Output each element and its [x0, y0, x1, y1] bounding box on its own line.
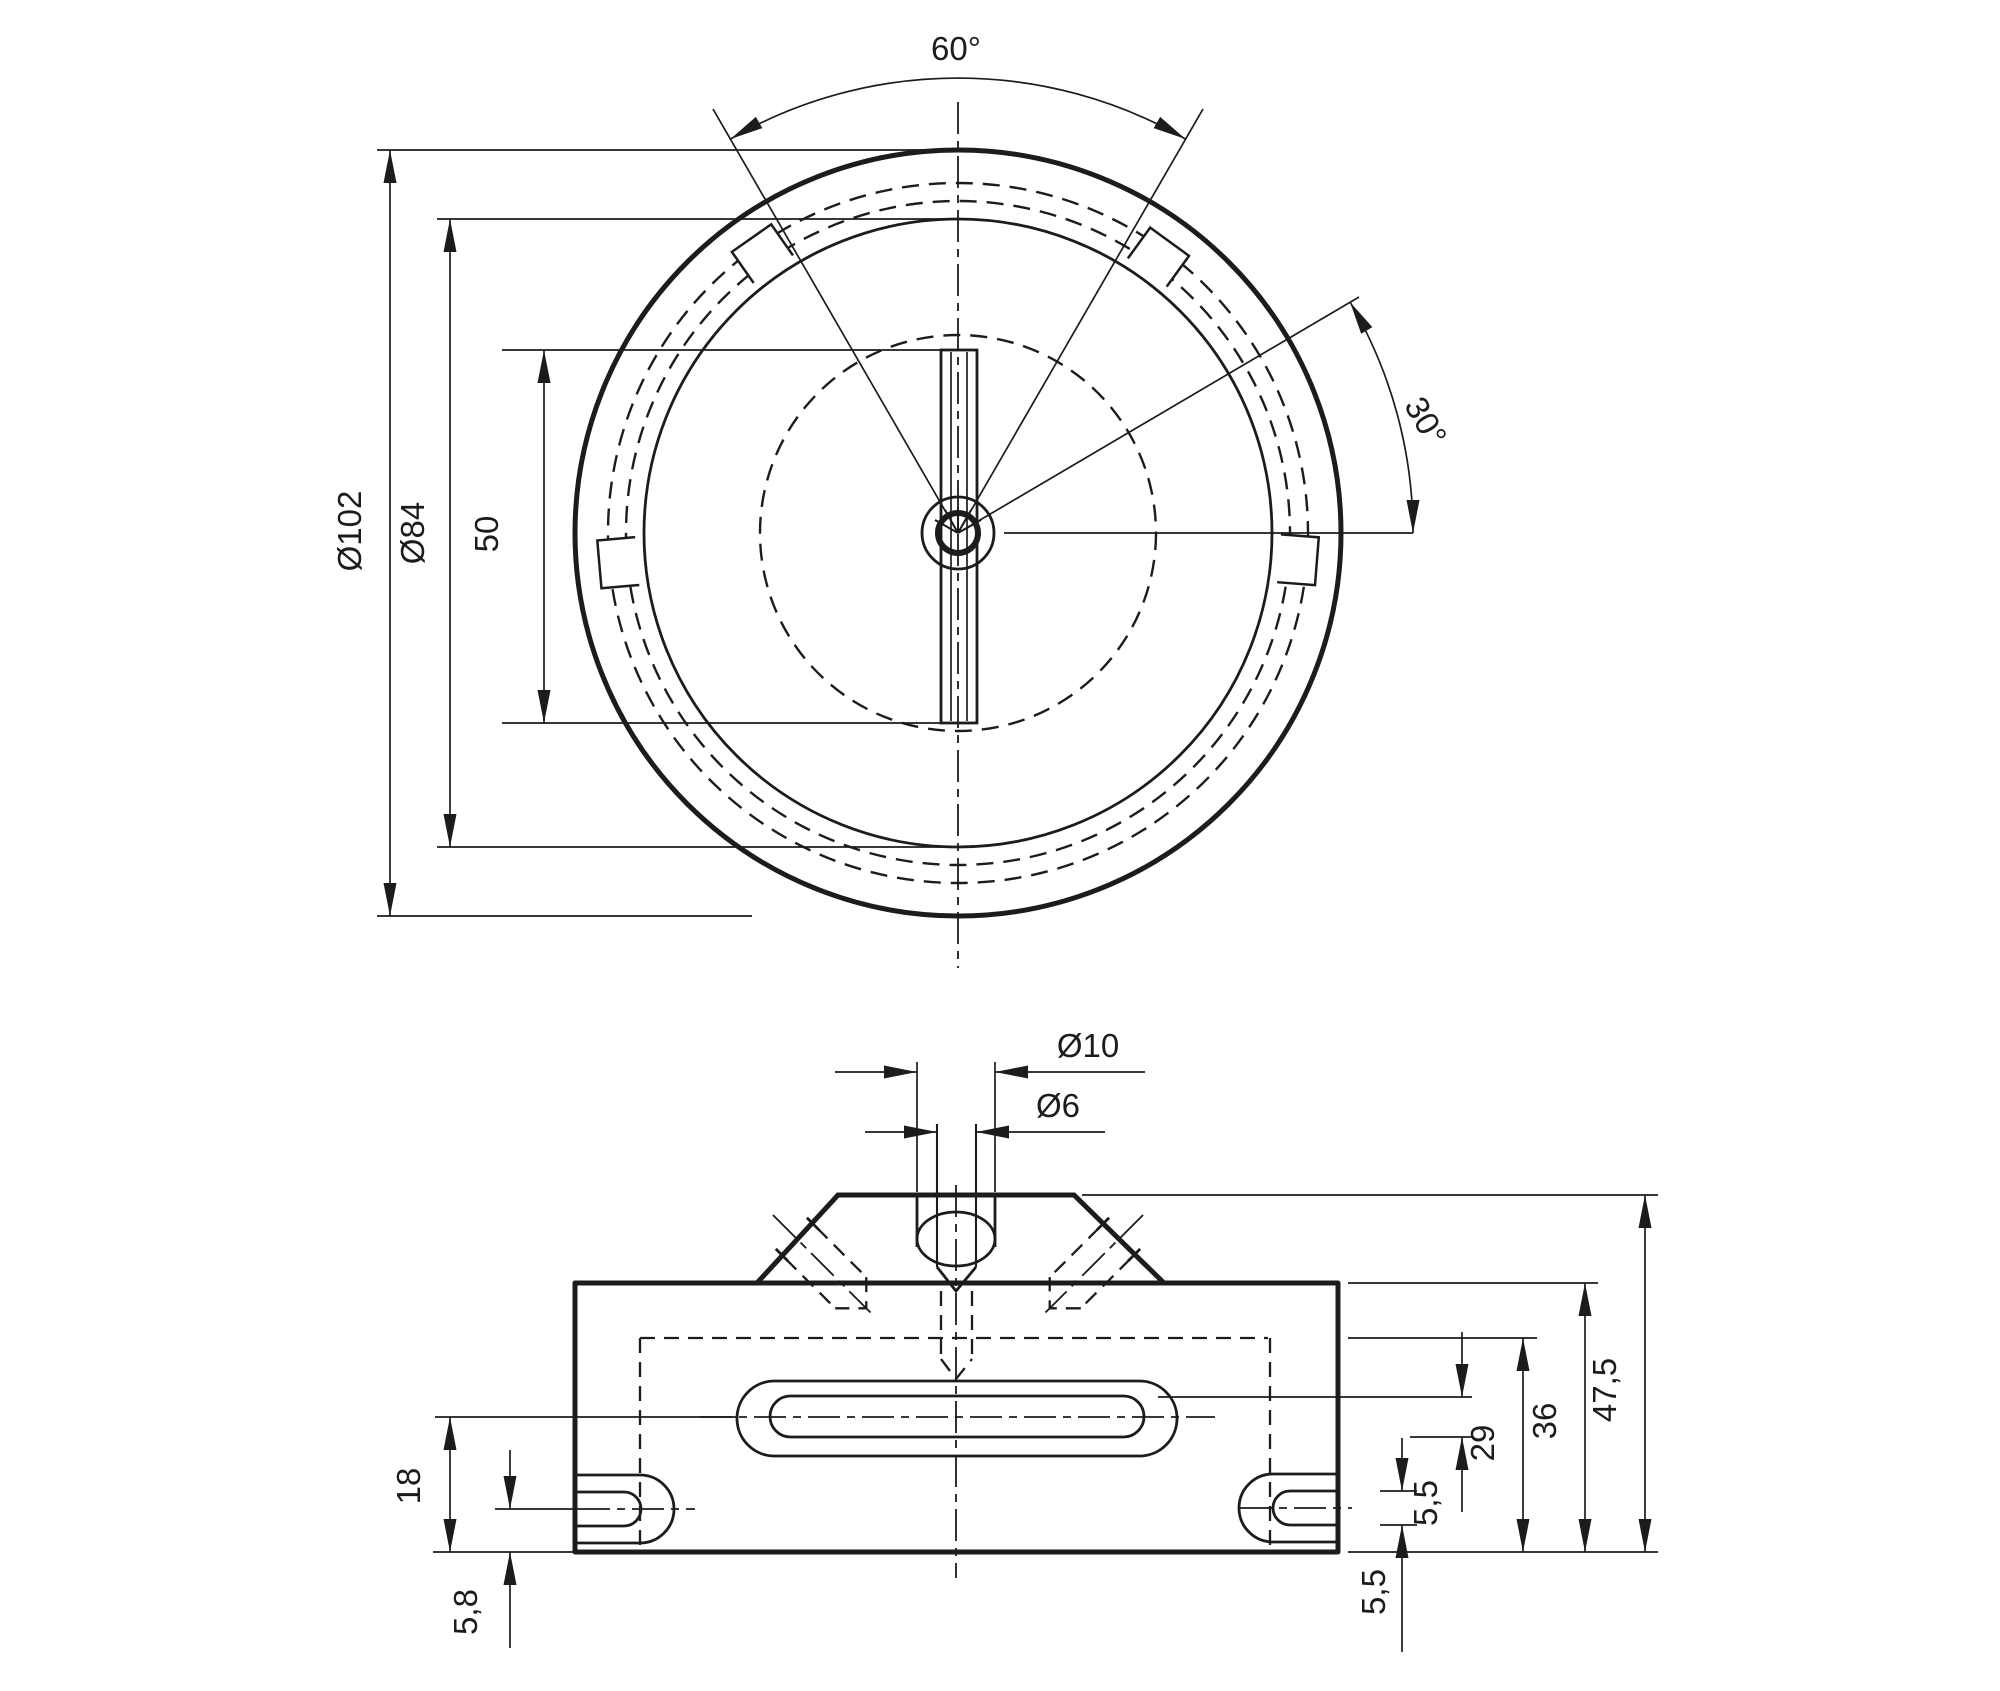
dim-outer-diameter-label: Ø102: [331, 491, 368, 572]
angle60-left-leg: [712, 108, 959, 534]
dim-body-height-label: 36: [1526, 1403, 1563, 1440]
angle30-arc: [1349, 301, 1420, 534]
top-view: Ø102 Ø84 50 60° 30°: [331, 30, 1454, 968]
dim-total-height-label: 47,5: [1586, 1358, 1623, 1422]
side-slot-right-inner: [1271, 1489, 1338, 1527]
tslot-notch-right: [1277, 533, 1321, 587]
dim-inner-diameter-label: Ø84: [394, 502, 431, 564]
side-slot-right-outer: [1237, 1472, 1338, 1544]
dim-side-slot-center-height-label: 5,8: [447, 1589, 484, 1635]
dim-side-slot-width-label: 5,5: [1355, 1569, 1392, 1615]
angle30-leg: [957, 296, 1360, 534]
angled-hole-right: [1044, 1214, 1144, 1314]
dim-slot-width-label: 5,5: [1407, 1480, 1444, 1526]
dim-hole-diameter-label: Ø6: [1036, 1087, 1080, 1124]
dim-slot-length-label: 50: [468, 516, 505, 553]
tslot-notch-left: [595, 535, 640, 590]
dim-angle-30-label: 30°: [1397, 390, 1454, 452]
angled-hole-left: [772, 1214, 872, 1314]
front-slot-outer: [735, 1379, 1179, 1458]
dim-cavity-height-label: 29: [1464, 1425, 1501, 1462]
angle60-arc: [730, 77, 1186, 140]
dim-counterbore-diameter-label: Ø10: [1057, 1027, 1119, 1064]
center-boss-circle: [920, 495, 996, 571]
dim-slot-center-height-label: 18: [390, 1468, 427, 1505]
tslot-notch-top-right: [1126, 225, 1191, 288]
angle60-right-leg: [957, 108, 1204, 534]
front-view: Ø10 Ø6 18 5,8 29 36 47,5 5,5: [390, 1027, 1658, 1652]
hole-drill-tip: [935, 1266, 978, 1294]
center-slot-outline: [939, 348, 979, 725]
dim-angle-60-label: 60°: [931, 30, 981, 67]
top-boss-outline: [754, 1192, 1167, 1286]
tslot-notch-top-left: [730, 222, 794, 284]
